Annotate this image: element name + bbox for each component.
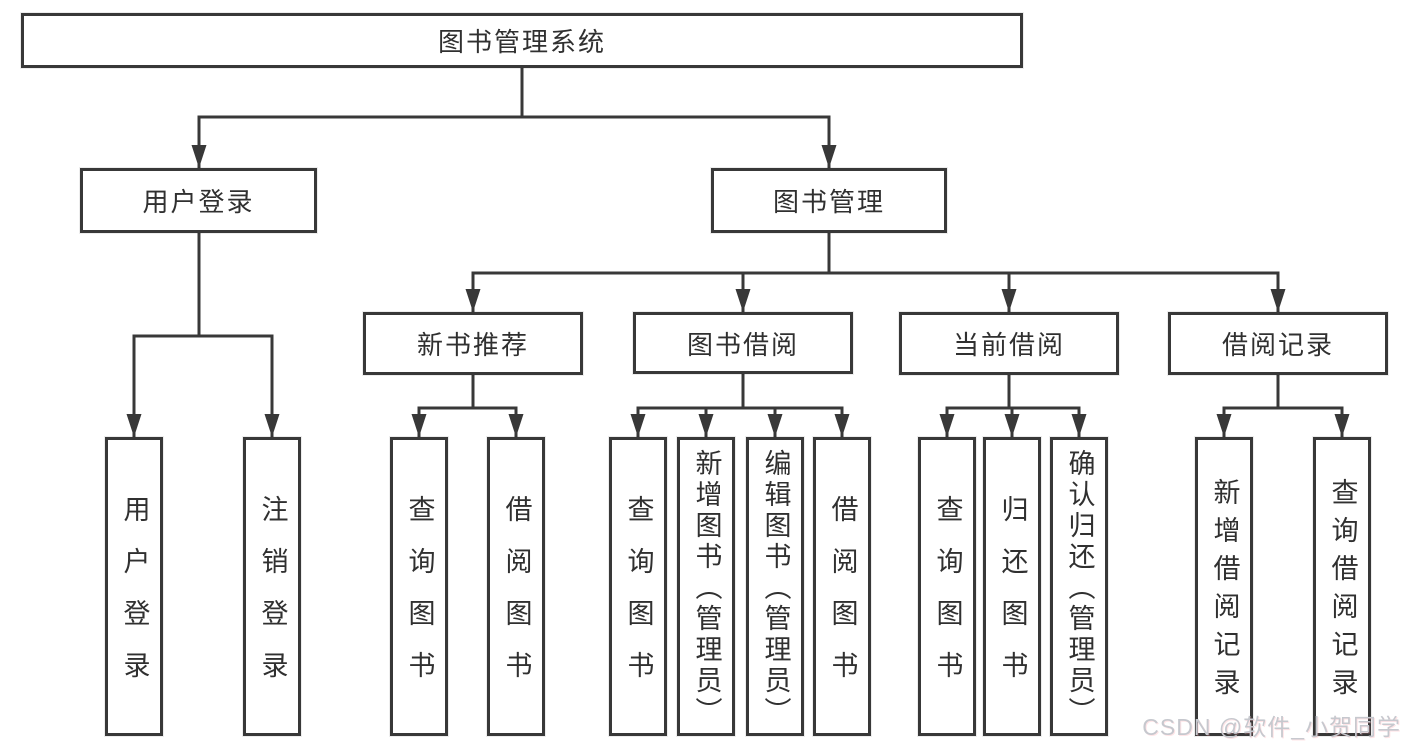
leaf-logout: 注销登录 bbox=[243, 437, 301, 736]
arrowheads bbox=[126, 145, 1350, 437]
node-book-mgmt: 图书管理 bbox=[711, 168, 947, 233]
leaf-borrow-books: 借阅图书 bbox=[813, 437, 871, 736]
leaf-add-book-admin-label: 新增图书（管理员） bbox=[691, 449, 722, 728]
leaf-user-login-label: 用户登录 bbox=[119, 495, 150, 703]
node-root: 图书管理系统 bbox=[21, 13, 1023, 68]
node-new-book-rec-label: 新书推荐 bbox=[416, 330, 529, 360]
leaf-query-borrow-record-label: 查询借阅记录 bbox=[1327, 478, 1358, 706]
node-borrow-records: 借阅记录 bbox=[1168, 312, 1388, 375]
connector-root-to-level2 bbox=[197, 68, 831, 168]
node-borrow-records-label: 借阅记录 bbox=[1221, 330, 1334, 360]
node-user-login-label: 用户登录 bbox=[142, 187, 255, 217]
node-book-borrow: 图书借阅 bbox=[633, 312, 853, 374]
node-current-borrow-label: 当前借阅 bbox=[952, 330, 1065, 360]
leaf-edit-book-admin: 编辑图书（管理员） bbox=[746, 437, 804, 736]
leaf-return-book: 归还图书 bbox=[983, 437, 1041, 736]
leaf-user-login: 用户登录 bbox=[105, 437, 163, 736]
node-current-borrow: 当前借阅 bbox=[899, 312, 1119, 375]
connector-borrow-records-split bbox=[1222, 375, 1344, 437]
connector-new-book-split bbox=[417, 375, 518, 437]
node-new-book-rec: 新书推荐 bbox=[363, 312, 583, 375]
watermark: CSDN @软件_小贺同学 bbox=[1142, 714, 1401, 740]
connector-book-borrow-split bbox=[636, 373, 844, 437]
leaf-query-books-recommend: 查询图书 bbox=[390, 437, 448, 736]
node-book-borrow-label: 图书借阅 bbox=[686, 329, 799, 360]
leaf-query-books-borrow-label: 查询图书 bbox=[623, 495, 654, 703]
node-root-label: 图书管理系统 bbox=[437, 27, 606, 57]
leaf-confirm-return-admin-label: 确认归还（管理员） bbox=[1064, 449, 1095, 728]
leaf-add-book-admin: 新增图书（管理员） bbox=[677, 437, 735, 736]
leaf-return-book-label: 归还图书 bbox=[997, 495, 1028, 703]
leaf-query-borrow-record: 查询借阅记录 bbox=[1313, 437, 1371, 736]
connector-book-mgmt-split bbox=[471, 233, 1280, 312]
node-user-login: 用户登录 bbox=[80, 168, 317, 233]
leaf-query-books-current-label: 查询图书 bbox=[932, 495, 963, 703]
leaf-query-books-recommend-label: 查询图书 bbox=[404, 495, 435, 703]
leaf-confirm-return-admin: 确认归还（管理员） bbox=[1050, 437, 1108, 736]
leaf-add-borrow-record-label: 新增借阅记录 bbox=[1209, 478, 1240, 706]
leaf-query-books-borrow: 查询图书 bbox=[609, 437, 667, 736]
connector-user-login-split bbox=[132, 233, 274, 437]
leaf-logout-label: 注销登录 bbox=[257, 495, 288, 703]
leaf-edit-book-admin-label: 编辑图书（管理员） bbox=[760, 449, 791, 728]
leaf-query-books-current: 查询图书 bbox=[918, 437, 976, 736]
leaf-borrow-books-recommend-label: 借阅图书 bbox=[501, 495, 532, 703]
leaf-borrow-books-label: 借阅图书 bbox=[827, 495, 858, 703]
leaf-add-borrow-record: 新增借阅记录 bbox=[1195, 437, 1253, 736]
leaf-borrow-books-recommend: 借阅图书 bbox=[487, 437, 545, 736]
node-book-mgmt-label: 图书管理 bbox=[772, 187, 885, 217]
